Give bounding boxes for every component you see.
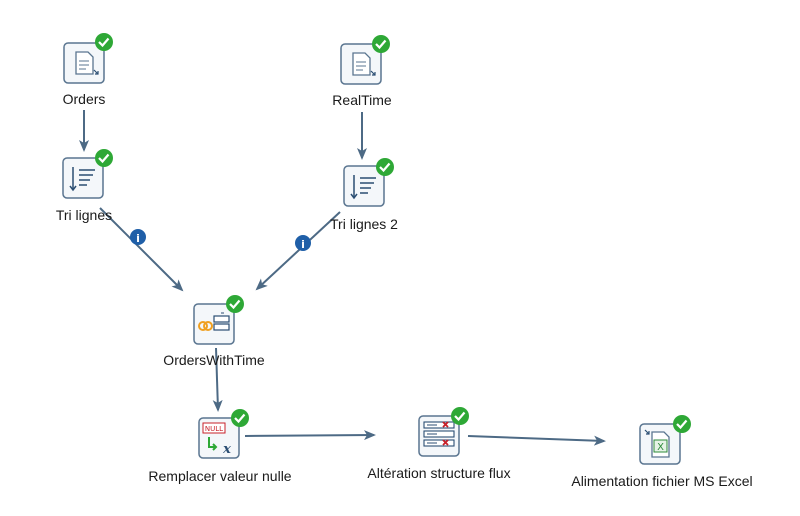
replace-null-icon: NULL x bbox=[202, 422, 231, 457]
check-ok-icon bbox=[231, 409, 249, 427]
edge-tri1-to-join[interactable] bbox=[99, 207, 184, 292]
svg-text:X: X bbox=[657, 442, 664, 453]
node-label-orders-with-time: OrdersWithTime bbox=[163, 352, 265, 368]
check-ok-icon bbox=[673, 415, 691, 433]
node-label-alteration-structure-flux: Altération structure flux bbox=[367, 465, 511, 481]
check-ok-icon bbox=[226, 295, 244, 313]
check-ok-icon bbox=[376, 158, 394, 176]
check-ok-icon bbox=[372, 35, 390, 53]
join-icon bbox=[198, 312, 230, 331]
check-ok-icon bbox=[451, 407, 469, 425]
node-label-tri-lignes-2: Tri lignes 2 bbox=[330, 216, 398, 232]
node-label-orders: Orders bbox=[62, 91, 106, 107]
info-icon[interactable]: i bbox=[295, 235, 311, 251]
node-label-remplacer-valeur-nulle: Remplacer valeur nulle bbox=[148, 468, 292, 484]
node-tri-lignes-2[interactable] bbox=[343, 158, 394, 207]
edge-replace-to-alter[interactable] bbox=[244, 430, 376, 441]
null-badge-text: NULL bbox=[205, 425, 223, 433]
alter-structure-icon bbox=[423, 421, 455, 447]
edge-join-to-replace[interactable] bbox=[212, 347, 223, 412]
node-label-tri-lignes: Tri lignes bbox=[55, 207, 113, 223]
connections bbox=[79, 110, 606, 446]
svg-text:x: x bbox=[222, 442, 231, 457]
excel-output-icon: X bbox=[644, 429, 670, 458]
node-tri-lignes[interactable] bbox=[62, 149, 113, 199]
node-remplacer-valeur-nulle[interactable]: NULL x bbox=[198, 409, 249, 459]
check-ok-icon bbox=[95, 149, 113, 167]
node-label-realtime: RealTime bbox=[332, 92, 392, 108]
node-alteration-structure-flux[interactable] bbox=[418, 407, 469, 457]
node-alimentation-fichier-ms-excel[interactable]: X bbox=[639, 415, 691, 465]
edge-alter-to-excel[interactable] bbox=[467, 435, 606, 446]
sort-icon bbox=[350, 175, 376, 200]
node-orders[interactable] bbox=[63, 33, 113, 84]
svg-text:i: i bbox=[301, 238, 305, 251]
check-ok-icon bbox=[95, 33, 113, 51]
file-input-icon bbox=[352, 52, 376, 76]
svg-text:i: i bbox=[136, 232, 140, 245]
node-orders-with-time[interactable] bbox=[193, 295, 244, 345]
sort-icon bbox=[69, 167, 95, 192]
node-realtime[interactable] bbox=[340, 35, 390, 85]
info-icon[interactable]: i bbox=[130, 229, 146, 245]
edge-tri2-to-join[interactable] bbox=[255, 211, 341, 291]
file-input-icon bbox=[75, 51, 99, 75]
node-label-alimentation-fichier-ms-excel: Alimentation fichier MS Excel bbox=[571, 473, 753, 489]
